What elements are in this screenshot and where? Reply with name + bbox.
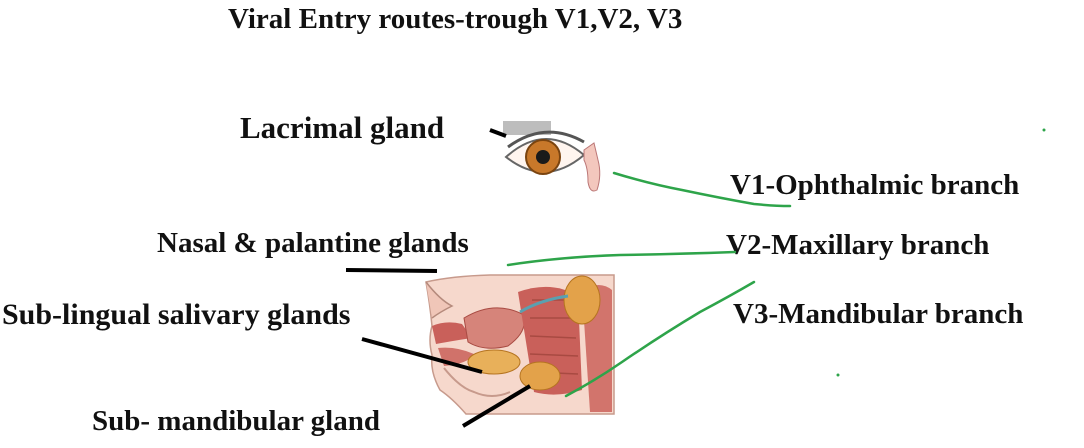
label-v1-ophthalmic: V1-Ophthalmic branch [730,169,1020,201]
label-sublingual-glands: Sub-lingual salivary glands [2,298,351,331]
submandibular-gland-shape [519,361,561,391]
label-nasal-palatine-glands: Nasal & palantine glands [157,227,469,259]
nerve-routes [506,171,792,398]
speck [836,373,840,377]
route-v2 [506,250,737,267]
sublingual-gland-shape [467,349,521,375]
pupil-shape [536,150,550,164]
route-v1 [612,171,792,208]
pointer-submandibular [461,384,532,428]
diagram-title: Viral Entry routes-trough V1,V2, V3 [228,3,683,35]
label-lacrimal-gland: Lacrimal gland [240,110,445,145]
eye-icon [503,121,601,192]
parotid-gland-shape [563,275,601,325]
pointer-lacrimal [489,128,507,138]
route-v3 [564,280,756,398]
lacrimal-duct-shape [583,142,601,192]
pointer-lines [345,128,532,428]
label-v2-maxillary: V2-Maxillary branch [726,229,990,261]
pointer-sublingual [361,337,483,374]
label-v3-mandibular: V3-Mandibular branch [733,298,1024,330]
pointer-nasal [345,268,438,273]
speck [1042,128,1046,132]
label-submandibular-gland: Sub- mandibular gland [92,405,380,437]
